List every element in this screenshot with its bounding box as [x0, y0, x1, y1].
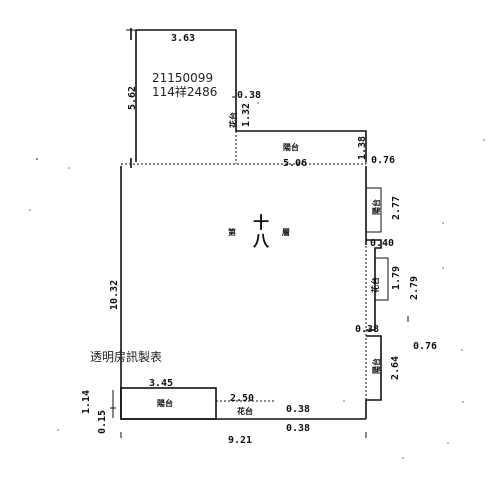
right-room-1-label: 陽台: [371, 199, 381, 215]
dim-bottom-038-a: 0.38: [286, 404, 310, 415]
balcony-top-label: 陽台: [283, 142, 299, 152]
scan-specks: [29, 102, 485, 459]
dim-inner-width: 5.06: [283, 158, 307, 169]
main-floor-right: 層: [282, 228, 290, 237]
main-floor-number-bottom: 八: [252, 231, 270, 250]
dim-right-076-bot: 0.76: [413, 341, 437, 352]
main-floor-number-top: 十: [253, 213, 269, 232]
bottom-balcony-box: [120, 387, 217, 420]
dashed-boundaries: [121, 131, 367, 419]
dim-right-076-top: 0.76: [371, 155, 395, 166]
dim-right-277: 2.77: [391, 196, 402, 220]
watermark: 透明房訊製表: [90, 349, 162, 364]
dim-top-width: 3.63: [171, 33, 195, 44]
dim-right-038-mid: 0.38: [355, 324, 379, 335]
dim-notch-132: 1.32: [241, 103, 252, 127]
dim-left-height: 10.32: [109, 280, 120, 310]
main-floor-left: 第: [228, 227, 236, 237]
dimension-labels: 3.63 5.62 0.38 1.32 5.06 1.38 0.76 2.77 …: [81, 33, 437, 446]
room-labels: 十 八 第 層 陽台 陽台 花台 花台 陽台 花台 陽台: [157, 112, 381, 416]
dim-right-179: 1.79: [391, 266, 402, 290]
dim-bottom-345: 3.45: [149, 378, 173, 389]
flower-bed-right-label: 花台: [370, 277, 380, 293]
stamp-line-2: 114祥2486: [152, 85, 217, 99]
tick-marks: [110, 28, 409, 438]
flower-bed-bottom-label: 花台: [237, 406, 253, 416]
right-room-2-label: 陽台: [371, 358, 381, 374]
dim-left-114: 1.14: [81, 390, 92, 414]
stamp-line-1: 21150099: [152, 71, 213, 85]
dim-right-264: 2.64: [390, 356, 401, 380]
dim-left-upper-height: 5.62: [127, 86, 138, 110]
dim-right-138: 1.38: [357, 136, 368, 160]
dim-bottom-250: 2.50: [230, 393, 254, 404]
flower-bed-top-label: 花台: [228, 112, 238, 128]
stamp: 21150099 114祥2486: [152, 71, 217, 99]
dim-right-040: 0.40: [370, 238, 394, 249]
dim-total-width: 9.21: [228, 435, 252, 446]
dim-bottom-038-b: 0.38: [286, 423, 310, 434]
dim-right-279: 2.79: [409, 276, 420, 300]
balcony-bottom-label: 陽台: [157, 398, 173, 408]
dim-notch-038-top: 0.38: [237, 90, 261, 101]
dim-left-015: 0.15: [97, 410, 108, 434]
